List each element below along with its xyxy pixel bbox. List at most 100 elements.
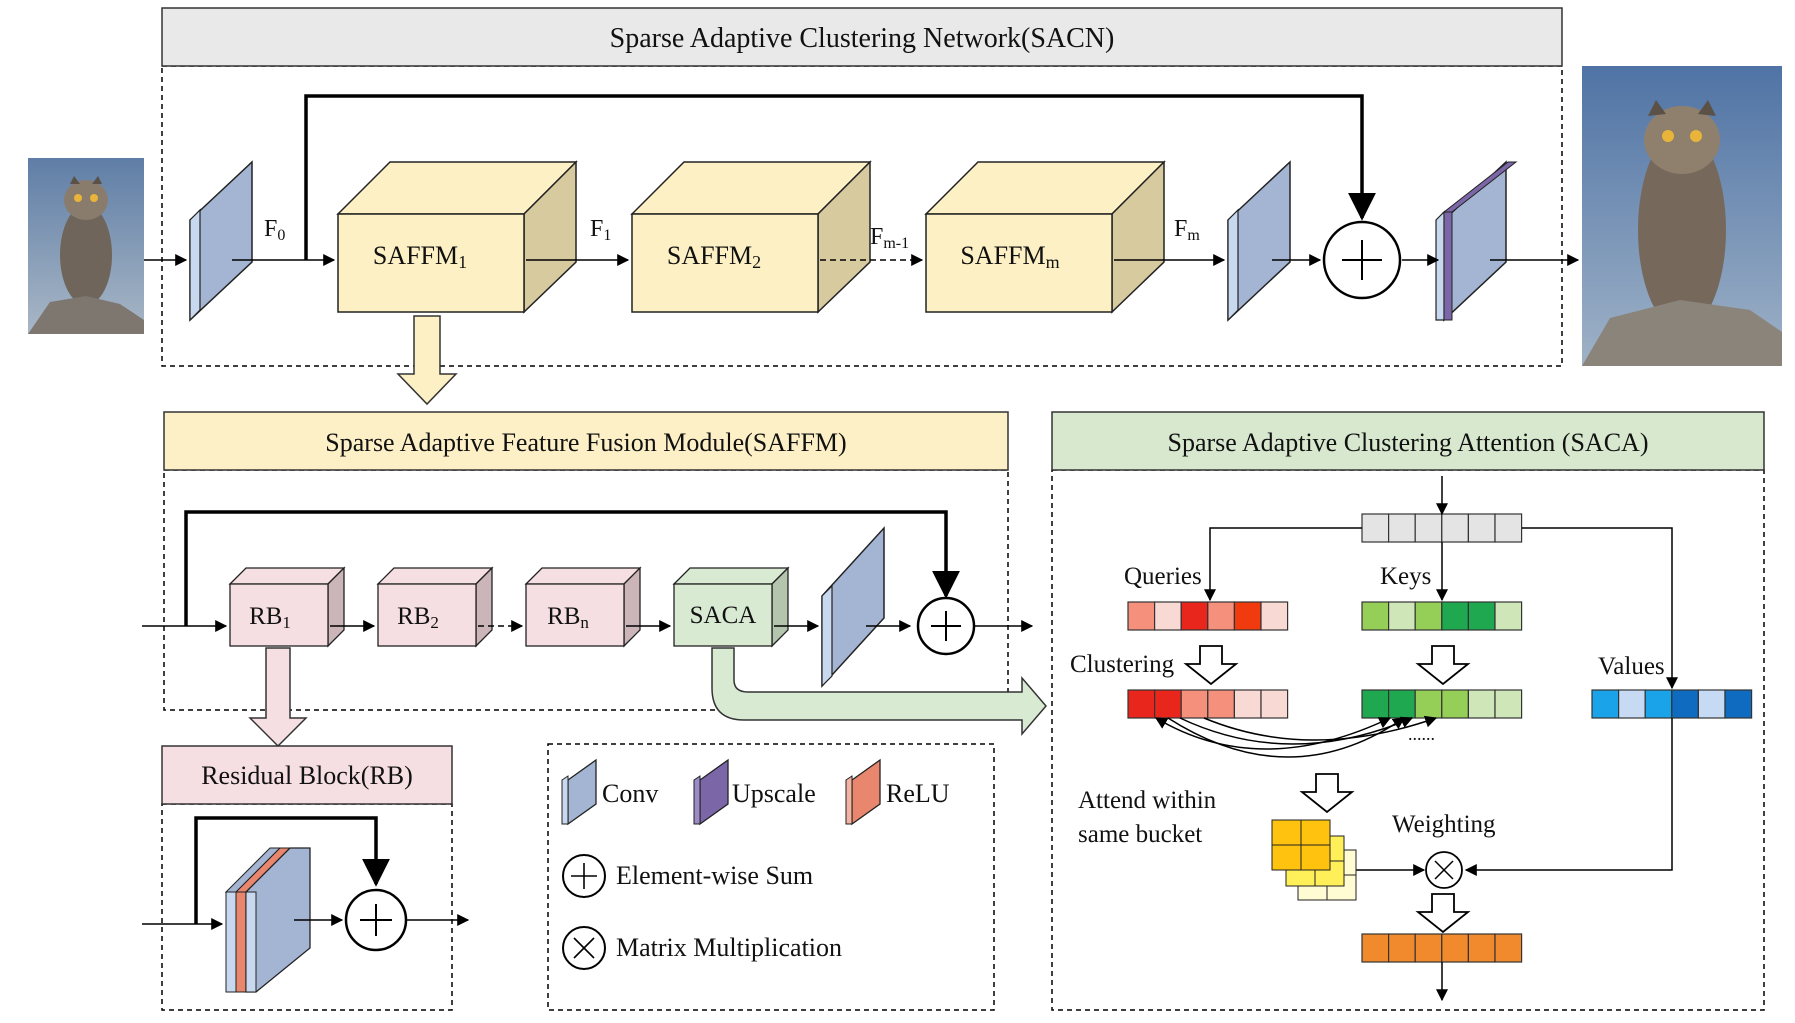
saffm-title: Sparse Adaptive Feature Fusion Module(SA… [325,428,846,457]
rb-title: Residual Block(RB) [201,761,413,790]
input-token-cell [1467,513,1496,543]
clustered-query-token-cell [1180,689,1209,719]
saca-block: SACA [672,566,790,648]
legend-frame [547,743,995,1011]
output-token-cell [1414,933,1443,963]
conv-block-tail [1227,160,1291,322]
query-token-cell [1154,601,1182,631]
clustered-key-token-cell [1388,689,1416,719]
sacn-title: Sparse Adaptive Clustering Network(SACN) [610,23,1115,54]
legend-sum-icon [562,854,606,898]
rb-sum-node [344,888,408,952]
saffm-conv-block [821,526,885,688]
saca-arrows [1204,476,1678,1002]
rb-n-label: RBn [547,603,589,632]
keys-label: Keys [1380,563,1431,590]
value-token-cell [1724,689,1753,719]
value-token-cell [1671,689,1700,719]
rb-layer-stack [224,847,311,993]
expand-saffm-arrow [396,315,458,406]
rb-section: Residual Block(RB) [161,745,453,1011]
legend-relu-icon [845,758,881,826]
input-token-cell [1414,513,1443,543]
value-token-cell [1618,689,1646,719]
rb-header [161,745,453,805]
query-token-cell [1127,601,1156,631]
rb-arrows [142,816,470,930]
clustered-query-strip [1127,689,1289,719]
output-image [1582,66,1782,366]
weighting-output-arrow [1415,893,1471,934]
key-token-cell [1494,601,1523,631]
query-token-cell [1180,601,1209,631]
legend-upscale-icon [693,758,729,826]
sacn-frame [161,65,1563,367]
values-label: Values [1598,653,1665,680]
sacn-section: Sparse Adaptive Clustering Network(SACN) [161,7,1563,367]
saca-header [1051,411,1765,471]
saffm-frame [163,469,1009,711]
conv-block-head [189,160,253,322]
output-token-strip [1361,933,1523,963]
rb-1-label: RB1 [249,603,291,632]
rb-block-2: RB2 [376,566,494,648]
key-token-cell [1414,601,1443,631]
key-token-strip [1361,601,1523,631]
clustered-query-token-cell [1260,689,1289,719]
expand-rb-arrow [248,647,308,748]
attention-map-stack [1271,819,1357,901]
legend: Conv Upscale ReLU Element-wise Sum Matri… [547,743,995,1011]
attend-label-line1: Attend within [1078,787,1217,814]
input-token-cell [1494,513,1523,543]
weighting-label: Weighting [1392,811,1496,838]
queries-label: Queries [1124,563,1202,590]
legend-upscale-label: Upscale [732,779,816,808]
value-token-cell [1644,689,1673,719]
saffm-module-2: SAFFM2 [630,160,872,314]
feature-f0: F0 [264,216,285,244]
legend-conv-label: Conv [602,779,658,808]
attend-arrow [1299,773,1355,814]
ellipsis: ...... [1408,724,1435,744]
clustered-query-token-cell [1207,689,1236,719]
saffm-section: Sparse Adaptive Feature Fusion Module(SA… [163,411,1009,711]
query-token-cell [1233,601,1262,631]
clustered-query-token-cell [1127,689,1156,719]
weighting-matmul-node [1425,851,1463,889]
legend-matmul-label: Matrix Multiplication [616,933,842,962]
attention-curves [1154,715,1438,758]
saca-title: Sparse Adaptive Clustering Attention (SA… [1168,428,1649,457]
clustered-key-token-cell [1441,689,1470,719]
input-token-strip [1361,513,1523,543]
saffm-module-m: SAFFMm [924,160,1166,314]
upscale-block [1435,160,1518,322]
expand-saca-arrow [711,647,1047,737]
key-token-cell [1441,601,1470,631]
saffm-sum-node [916,596,976,656]
sacn-sum-node [1322,220,1402,300]
key-token-cell [1467,601,1496,631]
input-token-cell [1388,513,1416,543]
legend-sum-label: Element-wise Sum [616,861,813,890]
saffm-2-label: SAFFM2 [667,241,761,272]
saffm-module-1: SAFFM1 [336,160,578,314]
rb-2-label: RB2 [397,603,439,632]
feature-fm-1: Fm-1 [870,224,909,252]
key-token-cell [1388,601,1416,631]
legend-matmul-icon [562,926,606,970]
clustered-key-token-cell [1467,689,1496,719]
clustered-key-token-cell [1414,689,1443,719]
clustering-label: Clustering [1070,651,1175,678]
rb-block-1: RB1 [228,566,346,648]
feature-fm: Fm [1174,216,1200,244]
query-token-cell [1260,601,1289,631]
output-token-cell [1494,933,1523,963]
clustered-key-token-cell [1361,689,1390,719]
saca-block-label: SACA [690,602,757,629]
value-token-cell [1697,689,1726,719]
query-token-strip [1127,601,1289,631]
feature-f1: F1 [590,216,611,244]
saffm-1-label: SAFFM1 [373,241,467,272]
saffm-m-label: SAFFMm [960,241,1059,272]
